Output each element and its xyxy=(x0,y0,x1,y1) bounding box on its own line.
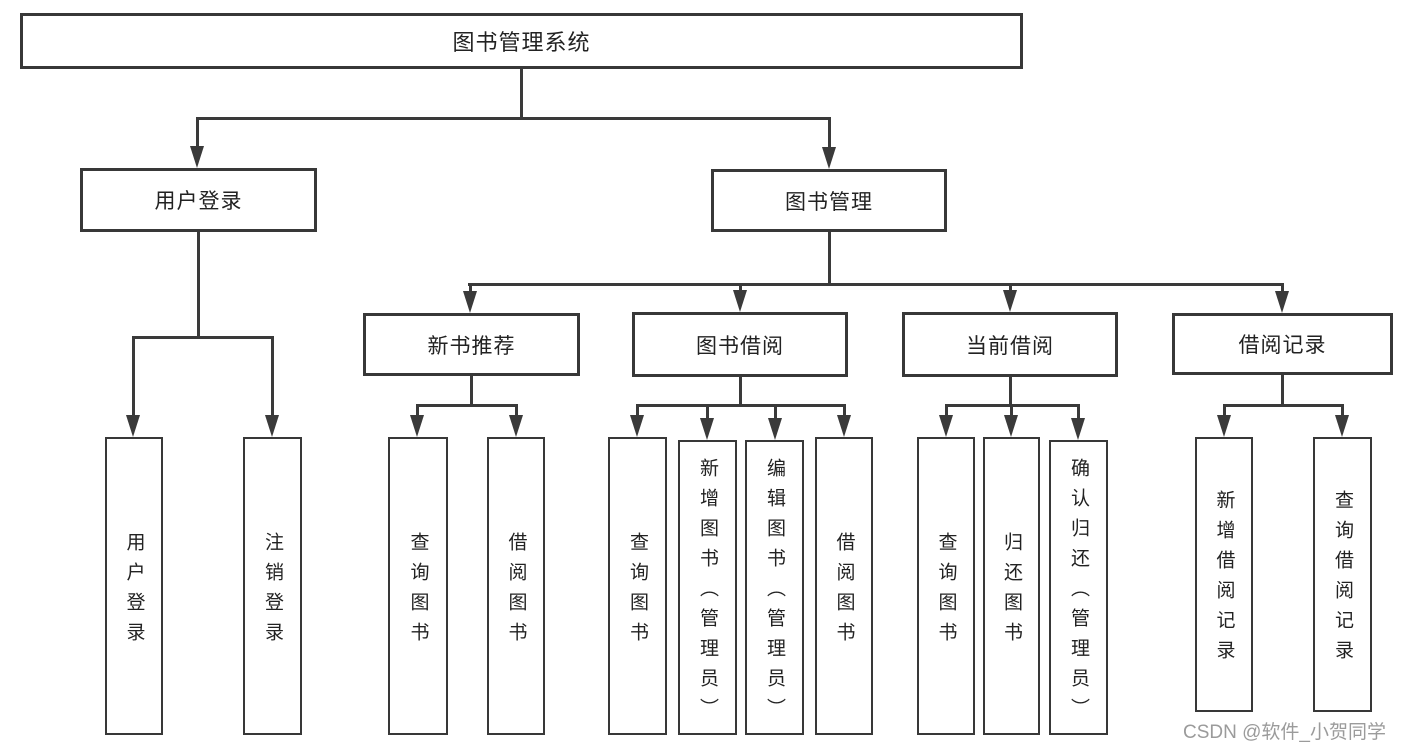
leaf-logout: 注销登录 xyxy=(243,437,302,735)
leaf-borrow-books: 借阅图书 xyxy=(487,437,545,735)
arrowhead-down-icon xyxy=(265,415,279,437)
leaf-query-borrow-record: 查询借阅记录 xyxy=(1313,437,1372,712)
node-current-borrow: 当前借阅 xyxy=(902,312,1118,377)
leaf-query-books: 查询图书 xyxy=(388,437,448,735)
arrowhead-down-icon xyxy=(1275,291,1289,313)
node-user-login: 用户登录 xyxy=(80,168,317,232)
arrowhead-down-icon xyxy=(463,291,477,313)
connector-line xyxy=(519,69,523,119)
connector-line xyxy=(468,282,1284,286)
leaf-borrow-books-2: 借阅图书 xyxy=(815,437,873,735)
node-book-management: 图书管理 xyxy=(711,169,947,232)
arrowhead-down-icon xyxy=(630,415,644,437)
arrowhead-down-icon xyxy=(700,418,714,440)
arrowhead-down-icon xyxy=(126,415,140,437)
connector-line xyxy=(827,232,831,286)
leaf-return-books: 归还图书 xyxy=(983,437,1040,735)
connector-line xyxy=(132,335,274,339)
leaf-add-books-admin: 新增图书（管理员） xyxy=(678,440,737,735)
arrowhead-down-icon xyxy=(837,415,851,437)
connector-line xyxy=(773,405,777,430)
leaf-confirm-return-admin: 确认归还（管理员） xyxy=(1049,440,1108,735)
connector-line xyxy=(416,403,518,407)
arrowhead-down-icon xyxy=(509,415,523,437)
arrowhead-down-icon xyxy=(733,290,747,312)
connector-line xyxy=(1076,405,1080,430)
connector-line xyxy=(827,118,831,159)
connector-line xyxy=(945,403,1080,407)
connector-line xyxy=(705,405,709,430)
connector-line xyxy=(636,403,846,407)
connector-line xyxy=(196,232,200,339)
arrowhead-down-icon xyxy=(190,146,204,168)
connector-line xyxy=(1280,375,1284,407)
connector-line xyxy=(469,376,473,407)
arrowhead-down-icon xyxy=(410,415,424,437)
leaf-query-books-3: 查询图书 xyxy=(917,437,975,735)
connector-line xyxy=(131,337,135,427)
leaf-query-books-2: 查询图书 xyxy=(608,437,667,735)
connector-line xyxy=(1223,403,1344,407)
arrowhead-down-icon xyxy=(822,147,836,169)
arrowhead-down-icon xyxy=(939,415,953,437)
connector-line xyxy=(270,337,274,427)
connector-line xyxy=(738,377,742,407)
arrowhead-down-icon xyxy=(1217,415,1231,437)
arrowhead-down-icon xyxy=(1003,290,1017,312)
node-new-book-recommend: 新书推荐 xyxy=(363,313,580,376)
csdn-watermark: CSDN @软件_小贺同学 xyxy=(1183,722,1386,743)
leaf-edit-books-admin: 编辑图书（管理员） xyxy=(745,440,804,735)
arrowhead-down-icon xyxy=(1004,415,1018,437)
connector-line xyxy=(196,116,831,120)
arrowhead-down-icon xyxy=(1071,418,1085,440)
arrowhead-down-icon xyxy=(1335,415,1349,437)
node-borrow-records: 借阅记录 xyxy=(1172,313,1393,375)
arrowhead-down-icon xyxy=(768,418,782,440)
connector-line xyxy=(1008,377,1012,407)
node-library-management-system: 图书管理系统 xyxy=(20,13,1023,69)
node-book-borrow: 图书借阅 xyxy=(632,312,848,377)
leaf-user-login: 用户登录 xyxy=(105,437,163,735)
connector-line xyxy=(195,118,199,158)
leaf-add-borrow-record: 新增借阅记录 xyxy=(1195,437,1253,712)
